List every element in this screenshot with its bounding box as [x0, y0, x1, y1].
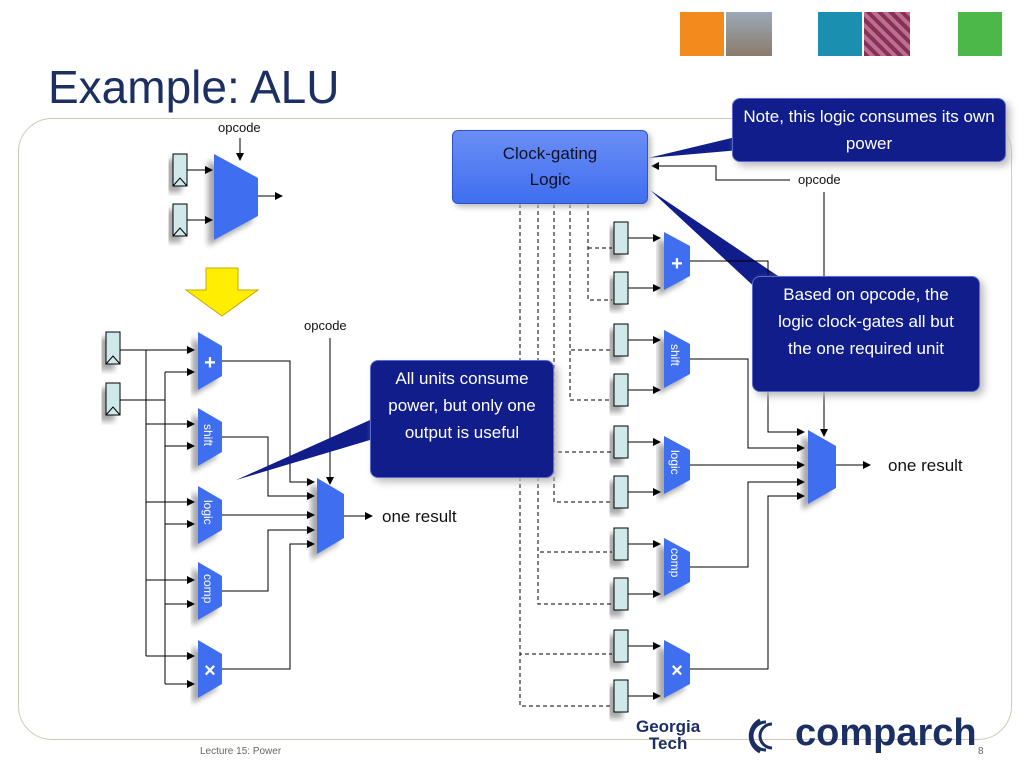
top-register-1	[172, 153, 188, 187]
left-unit-mul	[198, 640, 222, 698]
left-unit-add	[198, 332, 222, 390]
right-unit-logic	[664, 436, 690, 494]
content-frame	[18, 118, 1012, 740]
footer-lecture: Lecture 15: Power	[200, 746, 282, 757]
note-callout-pointer	[648, 136, 740, 158]
allunits-callout-pointer	[236, 420, 370, 480]
chip-photo-thumbnail	[864, 12, 910, 56]
note-callout-text: Note, this logic consumes its own power	[743, 107, 995, 153]
all-units-callout: All units consume power, but only one ou…	[370, 360, 554, 478]
slide-title: Example: ALU	[48, 61, 340, 113]
page-number: 8	[978, 746, 984, 757]
left-result-label: one result	[382, 507, 457, 526]
left-mul-symbol: ×	[204, 660, 216, 682]
right-logic-label: logic	[668, 450, 682, 475]
right-alu-group	[519, 162, 871, 713]
left-unit-shift	[198, 408, 222, 466]
all-units-text: All units consume power, but only one ou…	[388, 369, 536, 442]
left-mux	[317, 478, 344, 554]
right-mux	[808, 430, 836, 504]
right-shift-label: shift	[668, 344, 682, 367]
note-callout: Note, this logic consumes its own power	[732, 98, 1006, 162]
top-alu-shape	[214, 154, 258, 240]
right-opcode-label: opcode	[798, 172, 841, 187]
right-unit-add	[664, 232, 690, 290]
right-comp-label: comp	[668, 548, 682, 578]
georgia-tech-line2: Tech	[648, 734, 688, 753]
building-photo-thumbnail	[726, 12, 772, 56]
right-unit-shift	[664, 330, 690, 388]
right-result-label: one result	[888, 456, 963, 475]
right-add-symbol: +	[671, 253, 683, 275]
clock-gating-text: Clock-gating Logic	[502, 144, 598, 189]
based-on-opcode-text: Based on opcode, the logic clock-gates a…	[778, 285, 954, 358]
yellow-down-arrow	[184, 267, 260, 317]
right-mul-symbol: ×	[671, 660, 683, 682]
left-add-symbol: +	[204, 352, 216, 374]
left-alu-group	[105, 331, 373, 698]
left-opcode-label: opcode	[304, 318, 347, 333]
based-callout-pointer	[650, 190, 790, 292]
left-comp-label: comp	[201, 574, 215, 604]
top-register-2	[172, 203, 188, 237]
top-alu-group	[172, 138, 283, 240]
comparch-logo-text: comparch	[795, 712, 977, 754]
clock-gating-logic-box: Clock-gating Logic	[452, 130, 648, 204]
right-unit-comp	[664, 538, 690, 596]
left-unit-comp	[198, 562, 222, 620]
blue-square-thumbnail	[818, 12, 862, 56]
left-logic-label: logic	[201, 500, 215, 525]
orange-square-thumbnail	[680, 12, 724, 56]
georgia-tech-logo: Georgia Tech	[636, 718, 700, 752]
top-opcode-label: opcode	[218, 120, 261, 135]
based-on-opcode-callout: Based on opcode, the logic clock-gates a…	[752, 276, 980, 392]
green-square-thumbnail	[958, 12, 1002, 56]
georgia-tech-line1: Georgia	[636, 717, 701, 736]
right-unit-mul	[664, 640, 690, 698]
left-shift-label: shift	[201, 424, 215, 447]
left-unit-logic	[198, 486, 222, 544]
